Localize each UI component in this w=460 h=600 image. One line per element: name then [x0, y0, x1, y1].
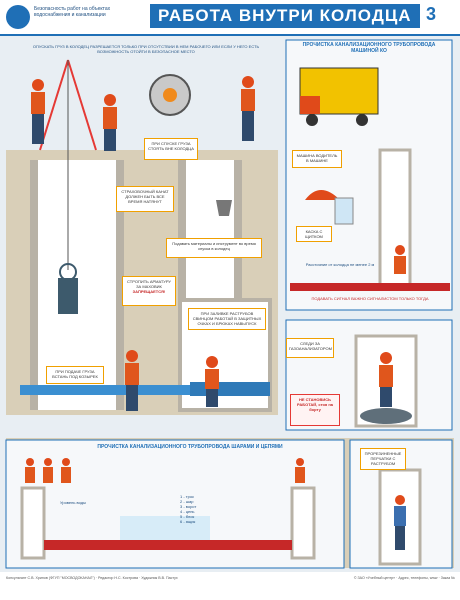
face-shield-icon: [334, 197, 354, 225]
legend-item: 1 - трос: [180, 494, 195, 499]
worker-shaft: [125, 350, 139, 411]
worker-truck: [394, 245, 406, 274]
note-tools: Подавать материалы и инструмент во время…: [166, 238, 262, 258]
page-title: РАБОТА ВНУТРИ КОЛОДЦА: [150, 4, 420, 28]
page-number: 3: [426, 4, 437, 24]
balls-panel-title: ПРОЧИСТКА КАНАЛИЗАЦИОННОГО ТРУБОПРОВОДА …: [97, 444, 283, 450]
pipe-main: [20, 385, 270, 395]
footer-credits: Консультант С.В. Хрипов (ФГУП "МОСВОДОКА…: [6, 576, 178, 580]
truck-cab: [300, 96, 320, 114]
shaft-left-wall-a: [30, 160, 38, 410]
legend-item: 2 - шар: [180, 499, 194, 504]
truck-wheel-b: [356, 114, 368, 126]
header-subtitle: Безопасность работ на объектах водоснабж…: [34, 6, 111, 18]
disk-center: [163, 88, 177, 102]
shaft-right-wall-b: [234, 160, 242, 300]
note-rope: СТРАХОВОЧНЫЙ КАНАТ ДОЛЖЕН БЫТЬ ВСЕ ВРЕМЯ…: [116, 186, 174, 212]
shaft-left-wall-b: [116, 160, 124, 410]
pipe-chamber: [190, 382, 270, 396]
balls-pipe: [44, 540, 292, 550]
worker-chamber: [205, 356, 219, 407]
legend-item: 4 - цепь: [180, 509, 195, 514]
sewage-pool: [360, 408, 412, 424]
valve-handwheel: [59, 263, 77, 281]
worker-1: [31, 79, 45, 144]
note-load: ПРИ ПОДАЧЕ ГРУЗА ВСТАНЬ ПОД КОЗЫРЕК: [46, 366, 104, 384]
note-gloves: ПРОРЕЗИНЕННЫЕ ПЕРЧАТКИ С РАСТРУБОМ: [360, 448, 406, 470]
water-level-label: Уровень воды: [60, 500, 86, 505]
truck-panel-title: ПРОЧИСТКА КАНАЛИЗАЦИОННОГО ТРУБОПРОВОДА …: [302, 42, 436, 54]
tripod-leg-b: [67, 59, 97, 151]
note-forbidden-text: СТРОПИТЬ АРМАТУРУ ЗА МАХОВИК: [127, 279, 171, 289]
truck-red-band: [290, 283, 450, 291]
bucket-icon: [216, 200, 232, 216]
truck-note: МАШИНА ВОДИТЕЛЬ В МАШИНЕ: [292, 150, 342, 168]
worker-2: [103, 94, 117, 151]
balls-legend: 1 - трос 2 - шар 3 - ворот 4 - цепь 5 - …: [180, 494, 260, 524]
note-stand: НЕ СТАНОВИСЬ РАБОТАЙ, стоя на борту: [290, 394, 340, 426]
worker-gloves: [394, 495, 406, 550]
legend-item: 6 - ящик: [180, 519, 196, 524]
note-stand-warning: НЕ СТАНОВИСЬ: [298, 397, 332, 402]
shaft-right-wall-a: [178, 160, 186, 300]
header: Безопасность работ на объектах водоснабж…: [0, 0, 460, 36]
footer-publisher: © ЗАО «Учебный центр» · Адрес, телефоны,…: [353, 576, 455, 580]
note-goggles: ПРИ ЗАЛИВКЕ РАСТРУБОВ СВИНЦОМ РАБОТАЙ В …: [188, 308, 266, 330]
footer: Консультант С.В. Хрипов (ФГУП "МОСВОДОКА…: [0, 572, 460, 600]
balls-shaft-a: [20, 486, 46, 560]
shaft-right: [186, 160, 234, 300]
note-forbidden-warning: ЗАПРЕЩАЕТСЯ!: [132, 289, 166, 294]
truck-wheel-a: [306, 114, 318, 126]
top-caption: ОПУСКАТЬ ГРУЗ В КОЛОДЕЦ РАЗРЕШАЕТСЯ ТОЛЬ…: [32, 44, 260, 54]
note-forbidden: СТРОПИТЬ АРМАТУРУ ЗА МАХОВИК ЗАПРЕЩАЕТСЯ…: [122, 276, 176, 306]
logo-icon: [6, 5, 30, 29]
balls-shaft-b: [290, 486, 316, 560]
truck-red-caption: ПОДАВАТЬ СИГНАЛ ВАЖНО СИГНАЛИСТОМ ТОЛЬКО…: [311, 296, 429, 301]
worker-3: [241, 76, 255, 141]
legend-item: 3 - ворот: [180, 504, 197, 509]
note-stand-text: РАБОТАЙ, стоя на борту: [297, 402, 333, 412]
balls-water: [120, 516, 210, 540]
truck-distance: Расстояние от колодца не менее 2 м: [305, 262, 375, 267]
tripod-leg-a: [39, 59, 69, 151]
worker-right: [379, 352, 393, 407]
helmet-icon: [305, 190, 340, 200]
legend-item: 5 - блок: [180, 514, 195, 519]
valve-body: [58, 278, 78, 314]
note-shield: КАСКА С ЩИТКОМ: [296, 226, 332, 242]
workers-bottom: [25, 458, 305, 483]
note-stone: ПРИ СПУСКЕ ГРУЗА СТОЯТЬ ВНЕ КОЛОДЦА: [144, 138, 198, 160]
note-gas: СЛЕДИ ЗА ГАЗОАНАЛИЗАТОРОМ: [286, 338, 334, 358]
